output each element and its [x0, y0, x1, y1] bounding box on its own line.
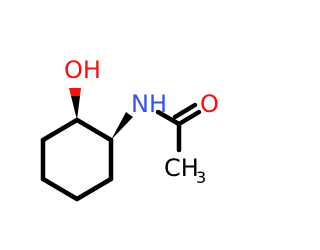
carbonyl-oxygen-label: O	[200, 90, 219, 118]
double-bond-carbonyl-a	[176, 109, 202, 127]
wedge-bond-c1-oh	[71, 96, 80, 120]
ring-bond-c1-c6	[40, 117, 80, 143]
methyl-subscript: 3	[196, 168, 206, 187]
hydroxyl-label: OH	[64, 56, 101, 84]
wedge-bond-c1-oh-oxygen-part	[69, 88, 81, 96]
wedge-bond-c2-nh	[111, 112, 133, 140]
methyl-label: CH	[164, 154, 199, 182]
bond-nh-carbonyl	[155, 109, 182, 127]
double-bond-carbonyl-b	[172, 102, 198, 120]
ring-bond-c5-c4	[40, 176, 80, 202]
ring-bond-c2-c1	[74, 117, 114, 143]
amide-nitrogen-label: NH	[131, 90, 167, 118]
structure-diagram: OH NH O CH 3	[40, 56, 219, 202]
ring-bond-c4-c3	[74, 176, 114, 202]
